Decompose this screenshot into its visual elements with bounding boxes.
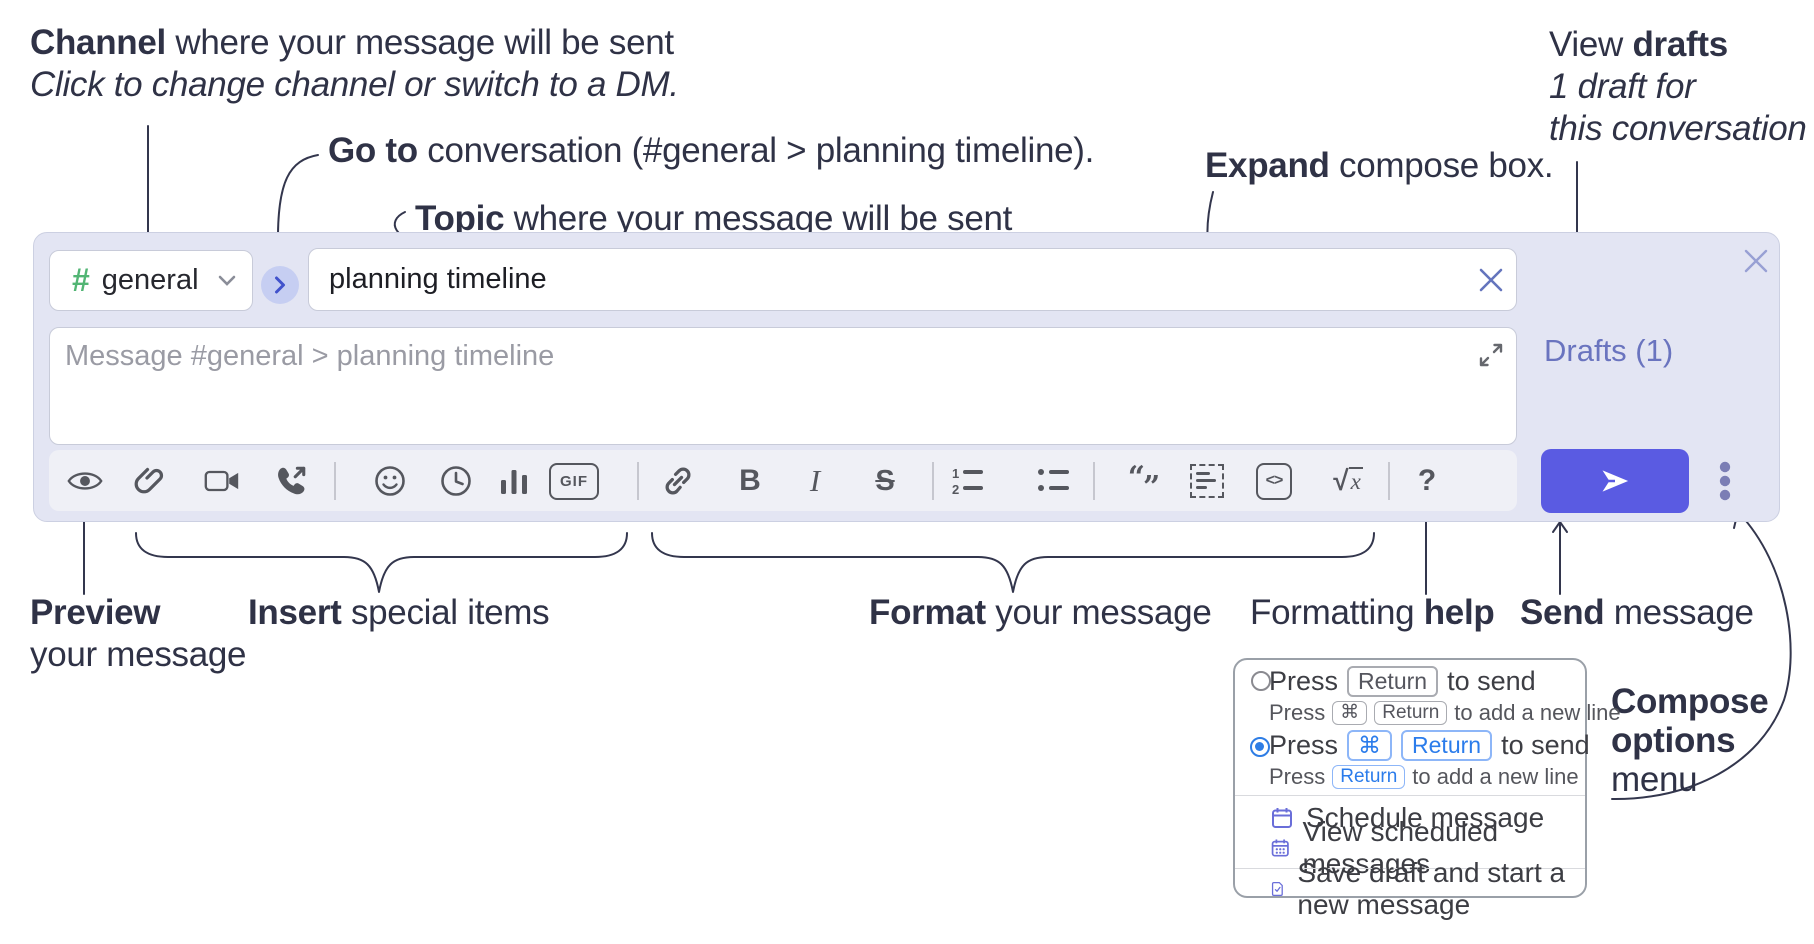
channel-name: general bbox=[101, 264, 199, 296]
code-icon[interactable]: <> bbox=[1256, 462, 1292, 500]
preview-arrow bbox=[76, 510, 92, 595]
emoji-icon[interactable] bbox=[372, 463, 408, 499]
topic-note: Topic where your message will be sent bbox=[415, 199, 1013, 238]
insert-brace bbox=[135, 532, 628, 593]
gif-label: GIF bbox=[549, 462, 599, 500]
send-arrow bbox=[1552, 521, 1568, 595]
expand-note: Expand compose box. bbox=[1205, 146, 1554, 185]
channel-note: Channel where your message will be sent … bbox=[30, 23, 679, 104]
goto-note: Go to conversation (#general > planning … bbox=[328, 131, 1095, 170]
send-note: Send message bbox=[1520, 593, 1754, 632]
video-call-icon[interactable] bbox=[204, 463, 240, 499]
compose-box: # general bbox=[33, 232, 1780, 522]
attach-file-icon[interactable] bbox=[133, 463, 169, 499]
quote-close-glyph: ” bbox=[1143, 469, 1160, 505]
compose-toolbar: GIF B I S 1 2 bbox=[49, 450, 1517, 511]
menu-item-save-draft[interactable]: Save draft and start a new message bbox=[1235, 857, 1585, 920]
cmd-key: ⌘ bbox=[1332, 701, 1368, 725]
channel-hash-icon: # bbox=[72, 262, 90, 298]
toolbar-divider bbox=[1093, 462, 1095, 500]
return-key: Return bbox=[1332, 765, 1406, 789]
drafts-note: View drafts 1 draft for this conversatio… bbox=[1549, 25, 1807, 148]
close-compose-icon[interactable] bbox=[1744, 249, 1768, 273]
help-arrow bbox=[1418, 510, 1434, 595]
toolbar-divider bbox=[1388, 462, 1390, 500]
link-icon[interactable] bbox=[660, 463, 696, 499]
math-icon[interactable]: √x bbox=[1326, 463, 1370, 499]
return-key: Return bbox=[1374, 701, 1448, 725]
message-input[interactable] bbox=[50, 328, 1516, 444]
format-brace bbox=[651, 532, 1375, 593]
numbered-list-icon[interactable]: 1 2 bbox=[949, 463, 985, 499]
svg-text:1: 1 bbox=[952, 466, 959, 481]
radio-cmd-enter-sends[interactable] bbox=[1250, 737, 1270, 757]
bulleted-list-icon[interactable] bbox=[1035, 463, 1071, 499]
toolbar-divider bbox=[334, 462, 336, 500]
compose-options-kebab-icon[interactable] bbox=[1713, 455, 1737, 507]
format-note: Format your message bbox=[869, 593, 1212, 632]
menu-item-view-scheduled[interactable]: View scheduled messages bbox=[1235, 816, 1585, 879]
compose-options-note: Compose options menu bbox=[1611, 682, 1769, 799]
quote-open-glyph: “ bbox=[1127, 459, 1145, 495]
sqrt-glyph: √ bbox=[1333, 465, 1349, 496]
bold-icon[interactable]: B bbox=[739, 464, 761, 497]
expand-compose-icon[interactable] bbox=[1478, 342, 1504, 368]
toolbar-divider bbox=[637, 462, 639, 500]
gif-icon[interactable]: GIF bbox=[549, 462, 599, 500]
draft-check-icon bbox=[1271, 881, 1283, 897]
drafts-link[interactable]: Drafts (1) bbox=[1544, 333, 1674, 368]
strikethrough-icon[interactable]: S bbox=[875, 464, 895, 497]
send-button[interactable] bbox=[1541, 449, 1689, 513]
calendar-icon bbox=[1272, 808, 1292, 828]
topic-input[interactable] bbox=[309, 249, 1516, 310]
clear-topic-icon[interactable] bbox=[1478, 267, 1504, 293]
message-box-wrapper bbox=[49, 327, 1517, 445]
chevron-right-icon bbox=[275, 276, 285, 294]
calendar-grid-icon bbox=[1271, 839, 1289, 857]
return-key: Return bbox=[1347, 666, 1439, 697]
topic-input-wrapper bbox=[308, 248, 1517, 311]
spoiler-icon[interactable] bbox=[1189, 463, 1225, 499]
toolbar-divider bbox=[932, 462, 934, 500]
cmd-key: ⌘ bbox=[1347, 730, 1393, 761]
insert-note: Insert special items bbox=[248, 593, 550, 632]
go-to-conversation-button[interactable] bbox=[261, 266, 299, 304]
preview-note: Preview your message bbox=[30, 593, 247, 674]
menu-divider bbox=[1235, 868, 1585, 869]
italic-icon[interactable]: I bbox=[809, 463, 821, 498]
formatting-help-note: Formatting help bbox=[1250, 593, 1495, 632]
radio-enter-sends[interactable] bbox=[1251, 671, 1271, 691]
message-formatting-help-icon[interactable]: ? bbox=[1417, 464, 1437, 497]
return-key: Return bbox=[1401, 730, 1493, 761]
code-label: <> bbox=[1256, 462, 1292, 500]
preview-icon[interactable] bbox=[67, 463, 103, 499]
chevron-down-icon bbox=[218, 275, 236, 287]
quote-icon[interactable]: “ ” bbox=[1122, 459, 1164, 505]
poll-icon[interactable] bbox=[496, 463, 532, 499]
math-x-glyph: x bbox=[1348, 467, 1363, 494]
send-plane-icon bbox=[1602, 470, 1629, 492]
channel-arrow bbox=[140, 125, 156, 247]
menu-divider bbox=[1235, 795, 1585, 796]
channel-selector-button[interactable]: # general bbox=[49, 250, 253, 311]
audio-call-icon[interactable] bbox=[273, 463, 309, 499]
svg-text:2: 2 bbox=[952, 482, 959, 497]
menu-item-schedule-message[interactable]: Schedule message bbox=[1235, 802, 1585, 833]
global-time-icon[interactable] bbox=[438, 463, 474, 499]
